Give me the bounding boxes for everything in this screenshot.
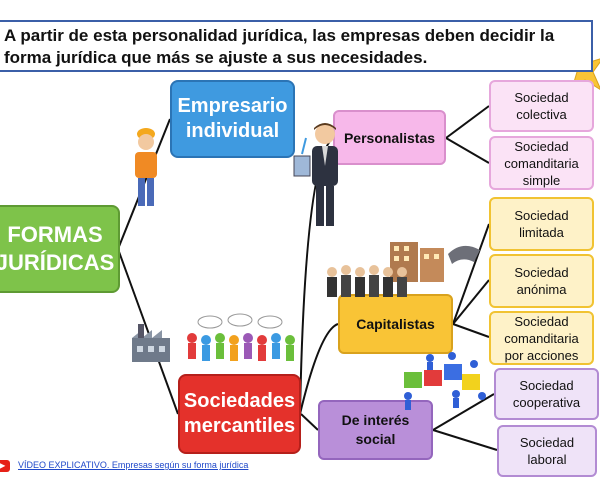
root-line-2: JURÍDICAS [0, 250, 115, 275]
leaf-line: laboral [527, 452, 567, 467]
leaf-line: anónima [516, 282, 567, 297]
worker-person-icon [135, 128, 157, 206]
title-line-1: A partir de esta personalidad jurídica, … [4, 26, 555, 45]
leaf-line: Sociedad [514, 208, 569, 223]
puzzle-team-icon [404, 352, 486, 410]
leaf-line: Sociedad [519, 435, 575, 450]
business-people-buildings-icon [327, 242, 480, 297]
line-cap-acciones [452, 323, 490, 338]
leaf-line: colectiva [516, 107, 567, 122]
page-title: A partir de esta personalidad jurídica, … [0, 20, 593, 72]
youtube-icon: ▶ [0, 460, 10, 472]
leaf-line: comanditaria [504, 330, 579, 346]
node-sociedades-mercantiles: Sociedades mercantiles [178, 374, 301, 454]
leaf-line: Sociedad [514, 90, 569, 105]
line-cap-anonima [452, 279, 490, 325]
leaf-sociedad-cooperativa: Sociedad cooperativa [494, 368, 599, 420]
factory-icon [132, 324, 170, 362]
video-link[interactable]: VÍDEO EXPLICATIVO. Empresas según su for… [18, 460, 249, 470]
leaf-line: cooperativa [512, 395, 581, 410]
interes-line-1: De interés [341, 412, 410, 428]
line-pers-colectiva [445, 105, 490, 139]
leaf-sociedad-limitada: Sociedad limitada [489, 197, 594, 251]
capitalistas-label: Capitalistas [356, 316, 435, 332]
leaf-sociedad-anonima: Sociedad anónima [489, 254, 594, 308]
node-capitalistas: Capitalistas [338, 294, 453, 354]
node-empresario-individual: Empresario individual [170, 80, 295, 158]
line-cap-limitada [452, 223, 490, 325]
empresario-line-2: individual [185, 120, 280, 142]
businessman-icon [293, 123, 338, 226]
line-root-sociedades [117, 248, 179, 415]
personalistas-label: Personalistas [343, 129, 436, 146]
leaf-line: Sociedad [519, 378, 574, 393]
crowd-people-icon [187, 313, 295, 361]
sociedades-line-2: mercantiles [183, 415, 296, 437]
line-int-laboral [432, 429, 498, 451]
leaf-sociedad-laboral: Sociedad laboral [497, 425, 597, 477]
line-int-cooperativa [432, 393, 495, 431]
empresario-line-1: Empresario [177, 95, 288, 117]
root-line-1: FORMAS [7, 222, 103, 247]
node-formas-juridicas: FORMAS JURÍDICAS [0, 205, 120, 293]
leaf-line: simple [522, 172, 561, 188]
line-soc-interes [300, 413, 319, 431]
title-line-2: forma jurídica que más se ajuste a sus n… [4, 48, 428, 67]
leaf-line: por acciones [504, 347, 579, 363]
interes-line-2: social [355, 431, 396, 447]
leaf-sociedad-colectiva: Sociedad colectiva [489, 80, 594, 132]
line-pers-simple [445, 137, 490, 164]
leaf-line: limitada [519, 225, 564, 240]
line-soc-capitalistas [299, 323, 339, 415]
leaf-line: Sociedad [514, 138, 569, 154]
leaf-line: Sociedad [514, 313, 569, 329]
leaf-line: Sociedad [514, 265, 569, 280]
sociedades-line-1: Sociedades [183, 390, 296, 412]
leaf-line: comanditaria [504, 155, 579, 171]
node-de-interes-social: De interés social [318, 400, 433, 460]
